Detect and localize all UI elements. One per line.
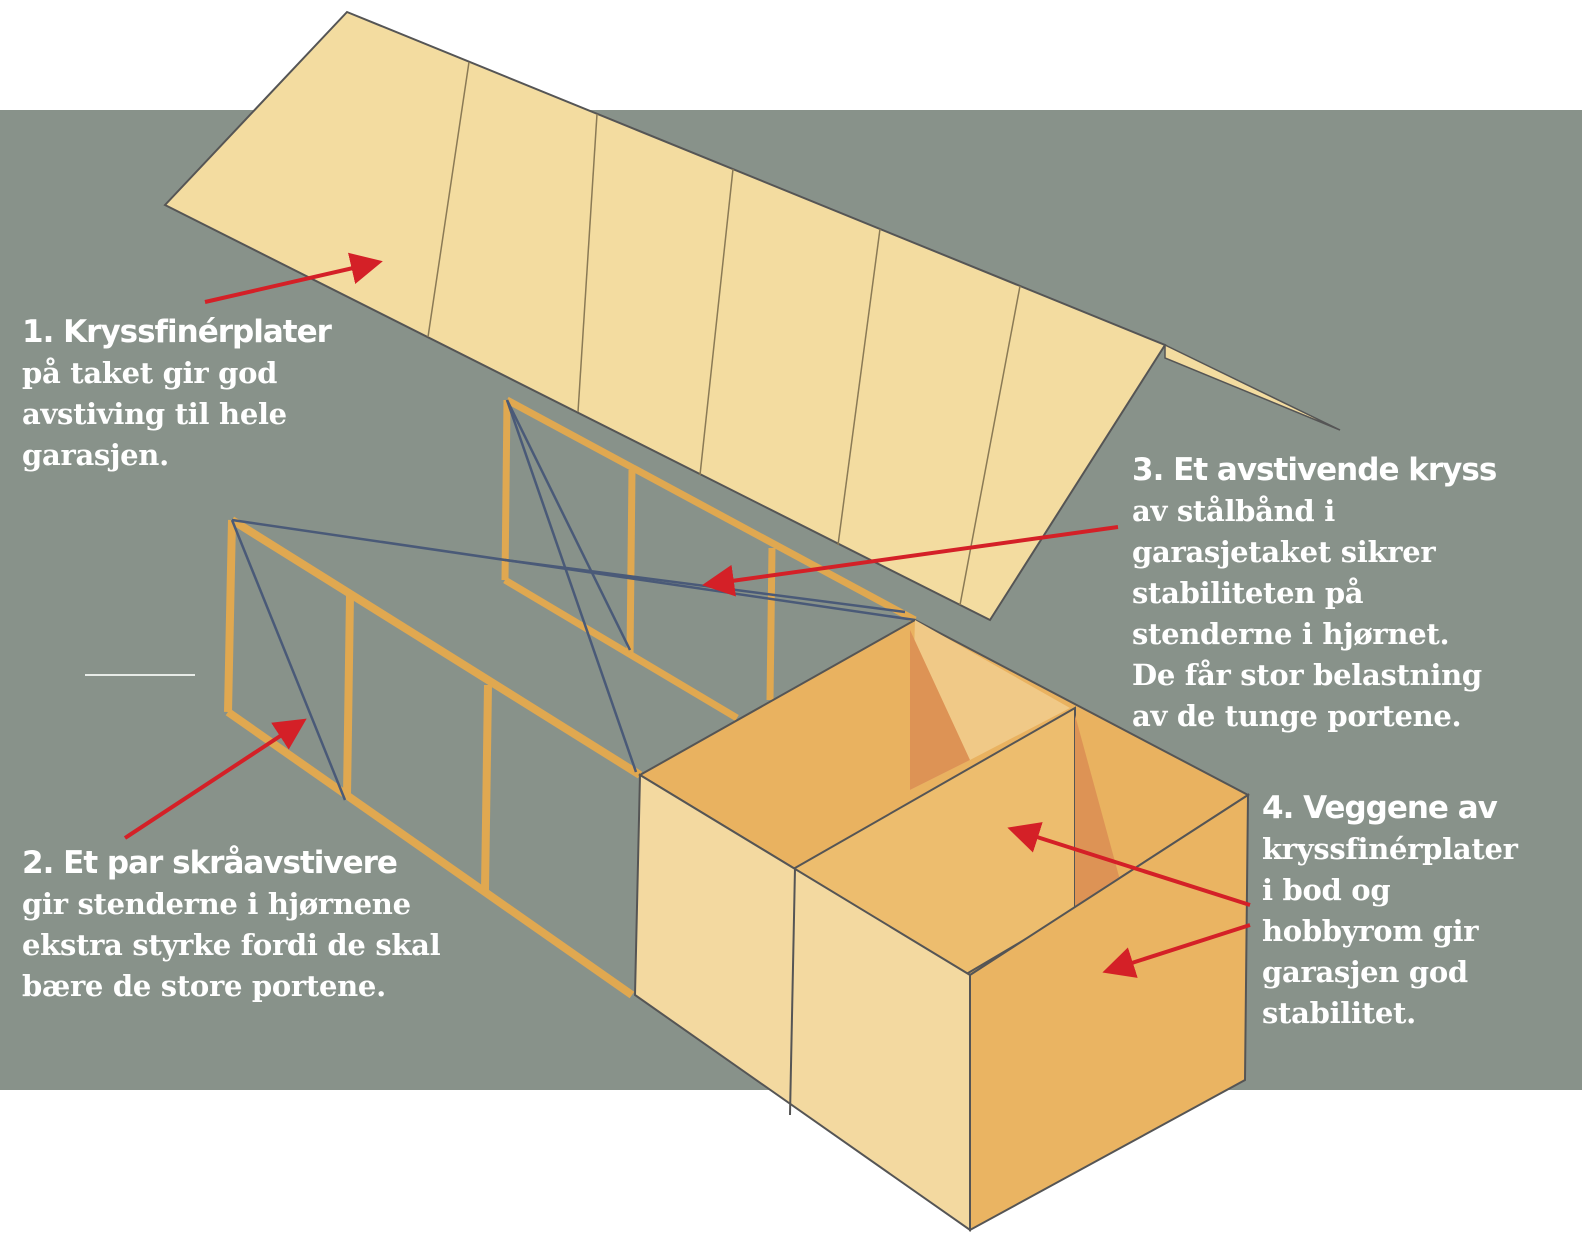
callout-arrows	[123, 252, 1251, 978]
caption-line: på taket gir god	[22, 356, 278, 390]
caption-2: 2. Et par skråavstivere gir stenderne i …	[22, 843, 441, 1007]
arrow-2	[123, 718, 307, 840]
caption-line: stabiliteten på	[1132, 576, 1364, 610]
caption-line: garasjetaket sikrer	[1132, 535, 1436, 569]
caption-line: stenderne i hjørnet.	[1132, 617, 1450, 651]
caption-heading: 4. Veggene av	[1262, 790, 1498, 826]
arrow-3	[702, 525, 1119, 597]
caption-line: bære de store portene.	[22, 969, 386, 1003]
caption-heading: 1. Kryssfinérplater	[22, 314, 332, 350]
storage-box	[633, 618, 1250, 1232]
roof-plywood	[163, 10, 1341, 622]
arrow-4b	[1102, 923, 1251, 978]
caption-line: garasjen.	[22, 438, 169, 472]
arrow-4a	[1007, 822, 1251, 907]
caption-line: stabilitet.	[1262, 996, 1416, 1030]
caption-line: i bod og	[1262, 873, 1391, 907]
arrow-1	[204, 252, 383, 304]
caption-line: av stålbånd i	[1132, 494, 1335, 528]
caption-line: gir stenderne i hjørnene	[22, 887, 411, 921]
caption-line: garasjen god	[1262, 955, 1468, 989]
caption-line: ekstra styrke fordi de skal	[22, 928, 441, 962]
caption-line: av de tunge portene.	[1132, 699, 1462, 733]
side-wall-frame	[224, 516, 643, 999]
back-wall-frame	[501, 396, 917, 722]
caption-line: hobbyrom gir	[1262, 914, 1479, 948]
caption-heading: 3. Et avstivende kryss	[1132, 452, 1497, 488]
caption-line: De får stor belastning	[1132, 658, 1482, 692]
steel-bracing	[230, 399, 916, 801]
caption-4: 4. Veggene av kryssfinérplater i bod og …	[1262, 788, 1518, 1034]
caption-line: kryssfinérplater	[1262, 832, 1518, 866]
caption-line: avstiving til hele	[22, 397, 287, 431]
caption-3: 3. Et avstivende kryss av stålbånd i gar…	[1132, 450, 1497, 737]
caption-heading: 2. Et par skråavstivere	[22, 845, 398, 881]
caption-1: 1. Kryssfinérplater på taket gir god avs…	[22, 312, 332, 476]
